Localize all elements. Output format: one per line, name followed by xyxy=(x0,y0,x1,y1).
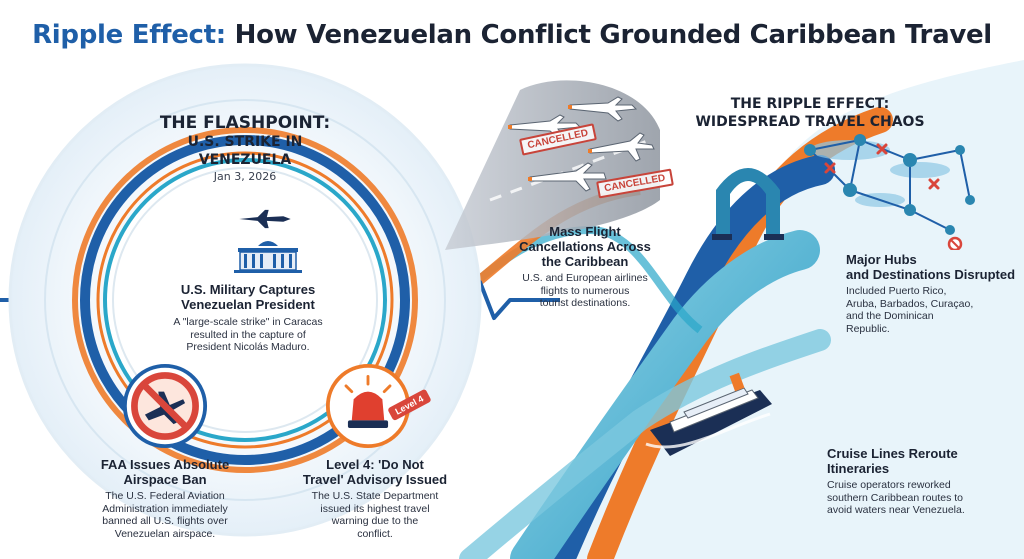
advisory-body-line2: issued its highest travel xyxy=(320,502,430,515)
flashpoint-header: THE FLASHPOINT: U.S. STRIKE IN VENEZUELA… xyxy=(145,113,345,185)
cancellations-body-line3: tourist destinations. xyxy=(539,297,631,309)
flashpoint-line2: U.S. STRIKE IN VENEZUELA xyxy=(187,134,303,168)
advisory-body-line1: The U.S. State Department xyxy=(311,490,439,502)
faa-heading-line2: Airspace Ban xyxy=(123,472,207,487)
faa-block: FAA Issues Absolute Airspace Ban The U.S… xyxy=(75,457,255,540)
cruise-body-line1: Cruise operators reworked xyxy=(827,479,951,491)
network-map-illustration xyxy=(804,134,975,250)
cancellations-block: Mass Flight Cancellations Across the Car… xyxy=(500,224,670,310)
hubs-body-line2: Aruba, Barbados, Curaçao, xyxy=(846,297,974,310)
cruise-body-line2: southern Caribbean routes to xyxy=(827,491,964,504)
cruise-heading-line2: Itineraries xyxy=(827,461,890,476)
flashpoint-line1: THE FLASHPOINT: xyxy=(159,113,331,133)
advisory-block: Level 4: 'Do Not Travel' Advisory Issued… xyxy=(290,457,460,540)
faa-heading-line1: FAA Issues Absolute xyxy=(100,457,230,472)
hubs-body-line4: Republic. xyxy=(846,322,890,335)
capture-body-line2: resulted in the capture of xyxy=(190,328,306,341)
airplanes-illustration xyxy=(508,96,655,192)
ripple-line2: WIDESPREAD TRAVEL CHAOS xyxy=(695,114,925,130)
faa-body-line2: Administration immediately xyxy=(102,502,228,515)
cancellations-heading-line2: Cancellations Across xyxy=(519,239,651,254)
hubs-body-line3: and the Dominican xyxy=(846,310,934,322)
cancellations-body-line1: U.S. and European airlines xyxy=(522,272,648,284)
cancellations-body-line2: flights to numerous xyxy=(540,284,630,297)
capture-body-line1: A "large-scale strike" in Caracas xyxy=(173,316,323,328)
hubs-heading-line2: and Destinations Disrupted xyxy=(846,267,1016,282)
faa-body-line1: The U.S. Federal Aviation xyxy=(105,490,225,502)
advisory-heading-line2: Travel' Advisory Issued xyxy=(302,472,448,487)
white-house-icon xyxy=(234,241,302,273)
cruise-body-line3: avoid waters near Venezuela. xyxy=(827,504,965,516)
title-part1: Ripple Effect: xyxy=(32,20,226,50)
advisory-body-line4: conflict. xyxy=(357,527,393,540)
flashpoint-date: Jan 3, 2026 xyxy=(213,170,277,183)
ripple-line1: THE RIPPLE EFFECT: xyxy=(730,96,890,112)
fighter-jet-icon xyxy=(239,209,291,229)
capture-heading-line1: U.S. Military Captures xyxy=(180,282,316,297)
gateway-arch-icon xyxy=(712,168,784,240)
advisory-heading-line1: Level 4: 'Do Not xyxy=(326,457,424,472)
page-title: Ripple Effect: How Venezuelan Conflict G… xyxy=(0,20,1024,50)
capture-body-line3: President Nicolás Maduro. xyxy=(186,341,310,353)
faa-body-line4: Venezuelan airspace. xyxy=(114,527,216,540)
capture-heading-line2: Venezuelan President xyxy=(181,297,315,312)
cruise-block: Cruise Lines Reroute Itineraries Cruise … xyxy=(827,446,1017,517)
cruise-heading-line1: Cruise Lines Reroute xyxy=(827,446,958,461)
cruise-ship-icon xyxy=(645,372,772,456)
hubs-block: Major Hubs and Destinations Disrupted In… xyxy=(846,252,1024,335)
title-part2: How Venezuelan Conflict Grounded Caribbe… xyxy=(234,20,993,50)
advisory-body-line3: warning due to the xyxy=(331,515,419,527)
hubs-heading-line1: Major Hubs xyxy=(846,252,917,267)
cancellations-heading-line1: Mass Flight xyxy=(549,224,621,239)
ripple-header: THE RIPPLE EFFECT: WIDESPREAD TRAVEL CHA… xyxy=(690,95,930,131)
alarm-siren-icon xyxy=(325,363,411,449)
cancellations-heading-line3: the Caribbean xyxy=(541,254,629,269)
hubs-body-line1: Included Puerto Rico, xyxy=(846,285,947,297)
capture-block: U.S. Military Captures Venezuelan Presid… xyxy=(160,282,336,354)
no-flights-icon xyxy=(122,363,208,449)
faa-body-line3: banned all U.S. flights over xyxy=(102,515,228,527)
